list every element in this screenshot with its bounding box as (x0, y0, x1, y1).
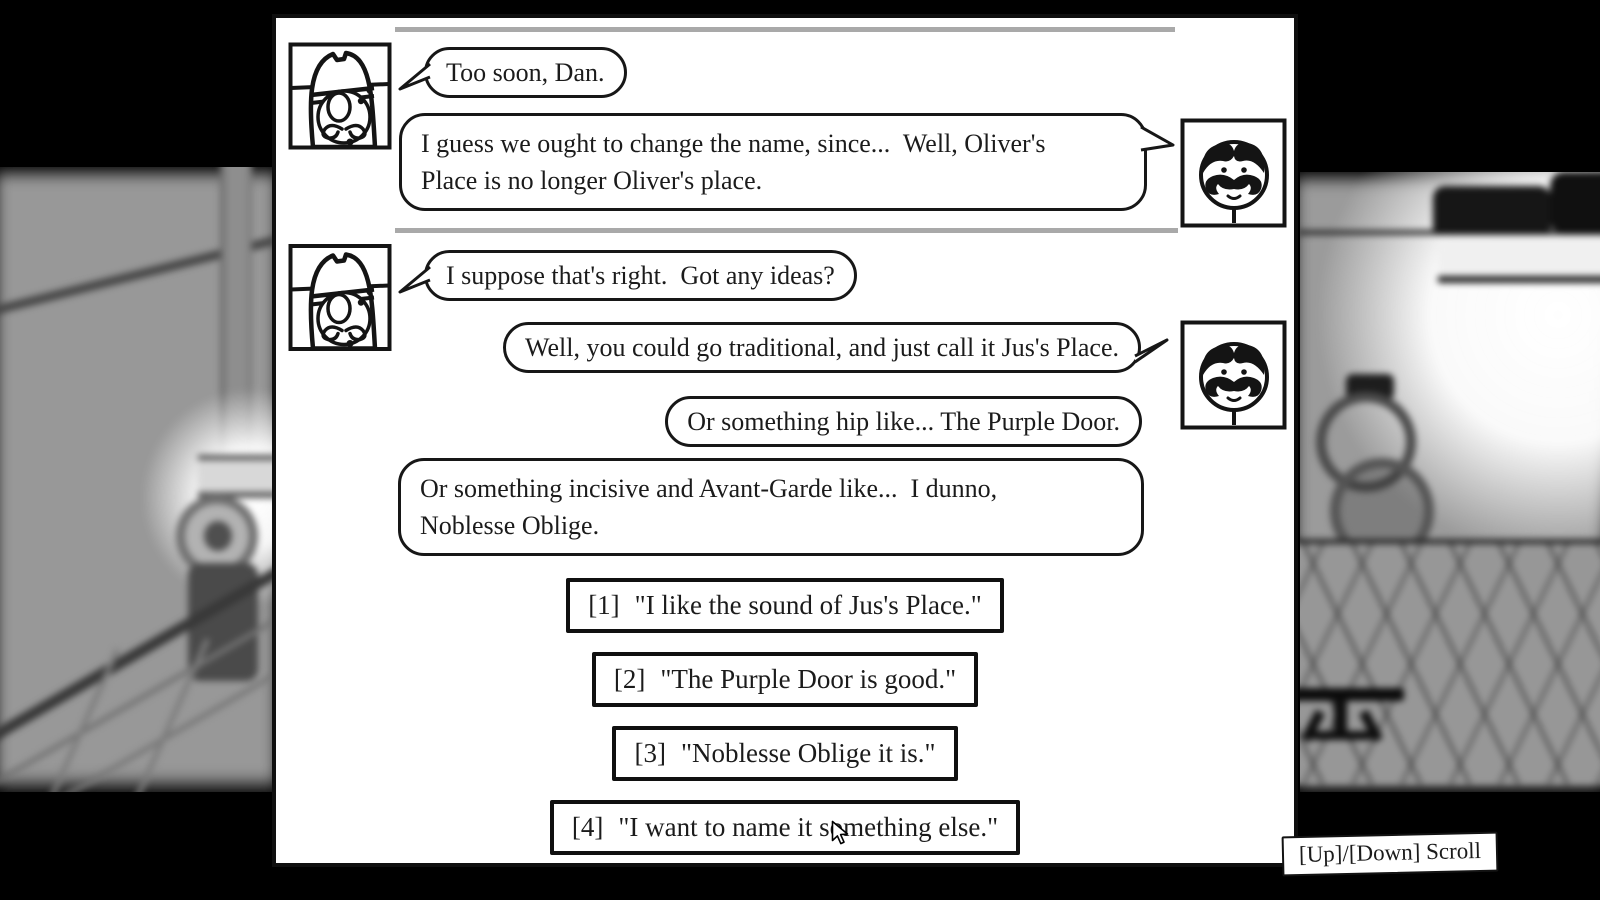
option-text: "I like the sound of Jus's Place." (634, 590, 982, 620)
player-avatar-icon (288, 243, 392, 352)
option-key: [2] (613, 664, 646, 694)
dialogue-text: Or something hip like... The Purple Door… (687, 407, 1120, 436)
dialogue-text: Too soon, Dan. (446, 58, 605, 87)
tile-floor (1300, 544, 1600, 784)
speech-bubble: Too soon, Dan. (398, 47, 627, 98)
mouse-cursor-icon (831, 820, 849, 845)
dialogue-panel: Too soon, Dan. I guess we ought to chang… (272, 14, 1298, 867)
speech-bubble: Or something hip like... The Purple Door… (665, 396, 1142, 447)
npc-avatar-icon (1180, 118, 1287, 228)
dialog-options: [1] "I like the sound of Jus's Place." [… (276, 578, 1294, 855)
dialogue-text: Well, you could go traditional, and just… (525, 333, 1119, 362)
player-avatar-icon (288, 42, 392, 150)
dialogue-separator (395, 228, 1178, 233)
dialogue-separator (395, 27, 1175, 32)
speech-bubble: I guess we ought to change the name, sin… (399, 113, 1175, 211)
option-key: [1] (588, 590, 620, 620)
option-text: "Noblesse Oblige it is." (680, 738, 936, 768)
dialog-option-2[interactable]: [2] "The Purple Door is good." (591, 652, 979, 707)
option-text: "I want to name it something else." (618, 812, 999, 842)
speech-bubble: I suppose that's right. Got any ideas? (398, 250, 857, 301)
shelf (1438, 236, 1600, 283)
scroll-hint: [Up]/[Down] Scroll (1281, 831, 1499, 877)
side-table (1334, 699, 1347, 733)
dialog-option-1[interactable]: [1] "I like the sound of Jus's Place." (566, 578, 1004, 633)
option-key: [3] (634, 738, 666, 768)
bar-shelf (198, 455, 273, 498)
dialog-option-3[interactable]: [3] "Noblesse Oblige it is." (612, 726, 958, 781)
game-background-left (0, 167, 273, 792)
game-background-right (1300, 172, 1600, 792)
side-table (1312, 731, 1372, 740)
side-table (1300, 688, 1404, 701)
shelf-object (1433, 186, 1551, 234)
shelf-object (1550, 172, 1600, 234)
dialog-option-4[interactable]: [4] "I want to name it something else." (549, 800, 1021, 855)
npc-avatar-icon (1180, 320, 1287, 430)
option-key: [4] (571, 812, 604, 842)
dialogue-text: I guess we ought to change the name, sin… (421, 129, 1046, 195)
dialogue-text: Or something incisive and Avant-Garde li… (420, 474, 998, 540)
speech-bubble: Or something incisive and Avant-Garde li… (398, 458, 1144, 556)
background-figure-face (204, 521, 232, 551)
speech-bubble: Well, you could go traditional, and just… (503, 322, 1169, 373)
option-text: "The Purple Door is good." (660, 664, 957, 694)
dialogue-text: I suppose that's right. Got any ideas? (446, 261, 835, 290)
floor-line (0, 666, 273, 792)
wall-floor-edge (1300, 539, 1600, 544)
